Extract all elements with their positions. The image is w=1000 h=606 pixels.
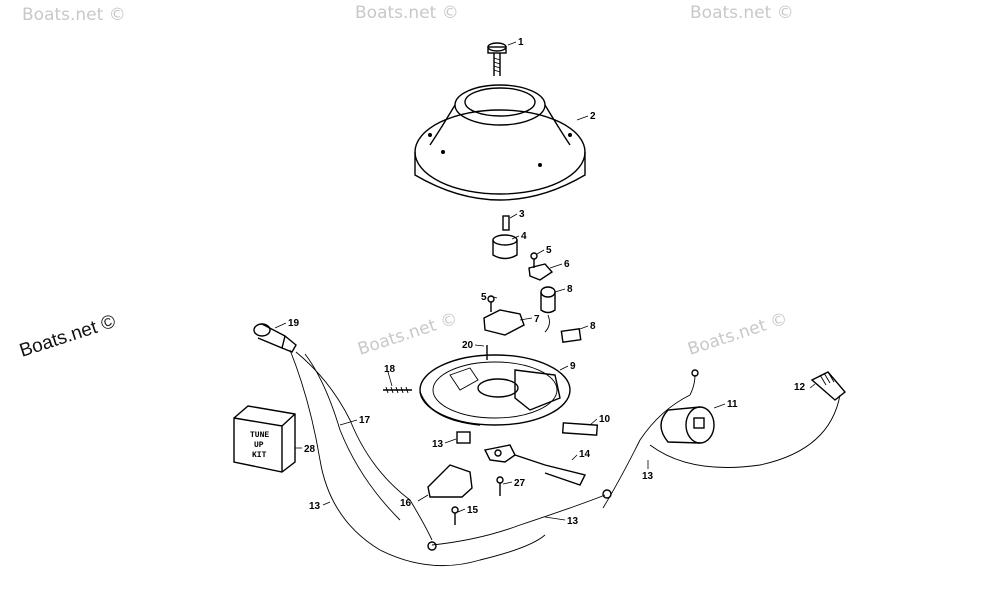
watermark-right: Boats.net © bbox=[685, 309, 790, 360]
part-breaker-points bbox=[483, 309, 525, 336]
callout-19: 19 bbox=[288, 318, 300, 329]
part-bracket bbox=[483, 444, 587, 486]
callout-14: 14 bbox=[579, 449, 591, 460]
callout-27: 27 bbox=[514, 478, 526, 489]
part-flywheel bbox=[414, 84, 586, 201]
callout-3: 3 bbox=[519, 209, 525, 220]
callout-7: 7 bbox=[534, 314, 540, 325]
callout-8a: 8 bbox=[567, 284, 573, 295]
callout-18: 18 bbox=[384, 364, 396, 375]
watermark-top-left: Boats.net © bbox=[22, 5, 126, 25]
part-stator-plate bbox=[419, 354, 571, 426]
watermark-center: Boats.net © bbox=[355, 309, 460, 360]
callout-10: 10 bbox=[599, 414, 611, 425]
part-screw bbox=[487, 42, 507, 76]
callout-13d: 13 bbox=[642, 471, 654, 482]
kit-text-line1: TUNE bbox=[250, 431, 269, 440]
part-spring bbox=[383, 386, 412, 394]
part-key bbox=[502, 215, 510, 231]
callout-11: 11 bbox=[727, 399, 738, 410]
part-screws-lower bbox=[451, 476, 504, 525]
callout-16: 16 bbox=[400, 498, 412, 509]
part-pad bbox=[560, 328, 582, 343]
callout-9: 9 bbox=[570, 361, 576, 372]
wires bbox=[289, 349, 841, 567]
callout-5b: 5 bbox=[481, 292, 487, 303]
callout-4: 4 bbox=[521, 231, 527, 242]
part-spark-plug-cap bbox=[810, 371, 847, 401]
kit-text-line2: UP bbox=[254, 441, 264, 450]
callout-5a: 5 bbox=[546, 245, 552, 256]
tune-up-kit-box: TUNE UP KIT bbox=[233, 405, 296, 473]
callout-leaders bbox=[274, 41, 816, 521]
callout-13a: 13 bbox=[432, 439, 444, 450]
callout-28: 28 bbox=[304, 444, 316, 455]
callout-2: 2 bbox=[590, 111, 596, 122]
part-clamp bbox=[528, 263, 554, 281]
part-condenser bbox=[540, 286, 556, 333]
callout-8b: 8 bbox=[590, 321, 596, 332]
callout-1: 1 bbox=[518, 37, 524, 48]
callout-13b: 13 bbox=[309, 501, 321, 512]
callout-17: 17 bbox=[359, 415, 371, 426]
watermark-top-center: Boats.net © bbox=[355, 3, 459, 23]
part-clip bbox=[456, 431, 471, 444]
callout-6: 6 bbox=[564, 259, 570, 270]
part-spacer bbox=[561, 422, 599, 436]
watermark-top-right: Boats.net © bbox=[690, 3, 794, 23]
callout-15: 15 bbox=[467, 505, 479, 516]
callout-12: 12 bbox=[794, 382, 806, 393]
part-ignition-coil bbox=[660, 406, 715, 444]
part-bushing bbox=[492, 234, 518, 260]
callout-20: 20 bbox=[462, 340, 474, 351]
callout-13c: 13 bbox=[567, 516, 579, 527]
kit-text-line3: KIT bbox=[252, 451, 267, 460]
watermark-left: Boats.net © bbox=[17, 311, 118, 362]
part-cover-plate bbox=[427, 464, 473, 498]
part-connector bbox=[253, 323, 297, 353]
part-small-screw bbox=[487, 252, 538, 312]
callout-numbers: 1 2 3 4 5 6 5 8 7 8 20 9 18 19 17 13 28 … bbox=[288, 37, 806, 527]
